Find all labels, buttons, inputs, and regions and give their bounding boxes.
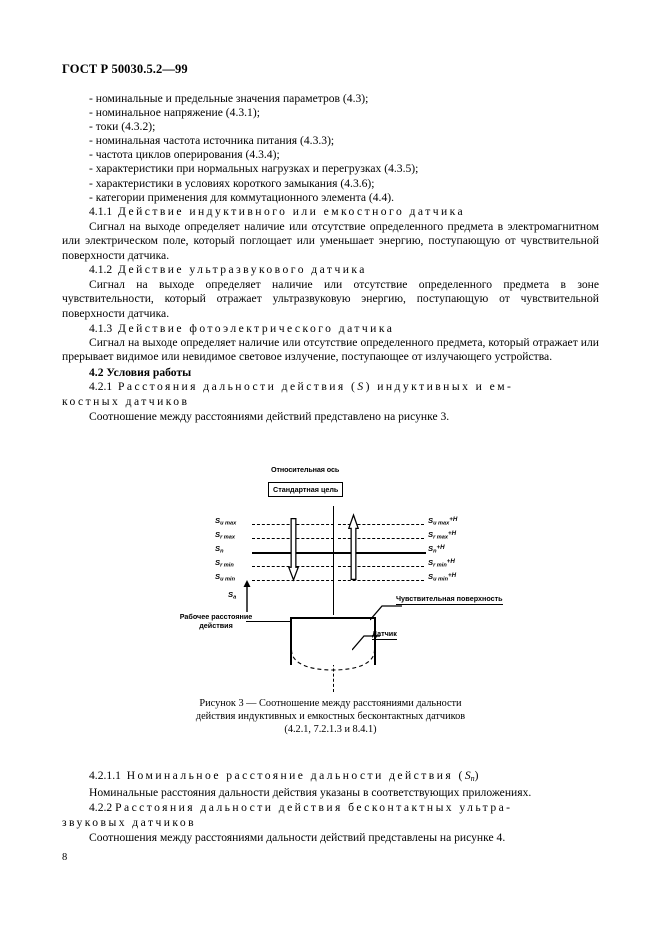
clause-title: Номинальное расстояние дальности действи… — [126, 768, 465, 782]
level-line-left-5 — [252, 580, 334, 581]
list-item: - частота циклов оперирования (4.3.4); — [89, 148, 280, 162]
list-item: - токи (4.3.2); — [89, 120, 156, 134]
level-label-left-3: Sn — [215, 544, 224, 555]
level-label-right-2: Sr max+H — [428, 530, 457, 541]
standard-number-header: ГОСТ Р 50030.5.2—99 — [62, 62, 188, 76]
list-item: - характеристики в условиях короткого за… — [89, 176, 375, 190]
sensitive-surface-label: Чувствительная поверхность — [396, 594, 503, 605]
level-label-right-3: Sn+H — [428, 544, 445, 555]
level-label-left-2: Sr max — [215, 530, 236, 541]
clause-title: Действие индуктивного или емкостного дат… — [117, 205, 466, 219]
level-line-right-1 — [338, 524, 424, 525]
clause-body-4-2-1-1: Номинальные расстояния дальности действи… — [89, 786, 532, 800]
clause-title-close: ) — [474, 768, 479, 782]
clause-title-part2: ) индуктивных и ем- — [365, 380, 514, 394]
level-label-right-4: Sr min+H — [428, 558, 455, 569]
main-text-column: - номинальные и предельные значения пара… — [62, 92, 599, 424]
clause-heading-4-2-2: 4.2.2 Расстояния дальности действия беск… — [62, 801, 599, 816]
clause-number: 4.1.1 — [89, 205, 113, 219]
clause-title: Действие ультразвукового датчика — [117, 263, 367, 277]
clause-title-symbol: S — [464, 768, 471, 782]
arrow-up-icon — [348, 513, 359, 581]
relative-axis-label: Относительная ось — [271, 465, 340, 474]
clause-title-symbol: S — [357, 380, 366, 394]
clause-number: 4.2.1 — [89, 380, 113, 394]
list-item: - номинальные и предельные значения пара… — [89, 92, 369, 105]
clause-body-4-2-2: Соотношения между расстояниями дальности… — [89, 830, 506, 844]
level-label-right-5: Su min+H — [428, 572, 457, 583]
list-item: - категории применения для коммутационно… — [89, 190, 395, 204]
level-line-right-2 — [338, 538, 424, 539]
clause-title: Действие фотоэлектрического датчика — [117, 321, 395, 335]
clause-heading-4-2-1-1: 4.2.1.1 Номинальное расстояние дальности… — [62, 769, 599, 787]
section-heading-4-2: 4.2 Условия работы — [89, 365, 192, 379]
level-line-right-3 — [334, 552, 426, 554]
figure-caption-line-1: Рисунок 3 — Соотношение между расстояния… — [199, 698, 462, 709]
level-label-left-5: Su min — [215, 572, 235, 583]
level-line-right-5 — [338, 580, 424, 581]
list-item: - номинальное напряжение (4.3.1); — [89, 106, 260, 120]
level-label-right-1: Su max+H — [428, 516, 458, 527]
clause-heading-4-1-3: 4.1.3 Действие фотоэлектрического датчик… — [62, 322, 599, 337]
clause-heading-4-1-1: 4.1.1 Действие индуктивного или емкостно… — [62, 205, 599, 220]
clause-body-4-1-1: Сигнал на выходе определяет наличие или … — [62, 219, 599, 262]
clause-title-part1: Расстояния дальности действия ( — [117, 380, 358, 394]
level-label-left-1: Su max — [215, 516, 237, 527]
leader-line-sensor — [352, 635, 380, 651]
clause-title-symbol-sub: n — [470, 773, 475, 783]
clause-number: 4.2.2 — [89, 800, 113, 814]
leader-line-sensitive-surface — [370, 605, 402, 621]
level-label-left-4: Sr min — [215, 558, 234, 569]
sensor-bottom-curve — [290, 650, 376, 671]
clause-heading-4-2-1: 4.2.1 Расстояния дальности действия (S) … — [62, 380, 599, 395]
dimension-label-sa: Sa — [228, 590, 237, 601]
main-text-column-bottom: 4.2.1.1 Номинальное расстояние дальности… — [62, 768, 599, 845]
clause-heading-4-1-2: 4.1.2 Действие ультразвукового датчика — [62, 263, 599, 278]
clause-number: 4.1.2 — [89, 263, 113, 277]
page-number: 8 — [62, 852, 68, 863]
working-distance-tie-line — [246, 620, 292, 622]
figure-3-caption: Рисунок 3 — Соотношение между расстояния… — [0, 697, 661, 737]
list-item: - номинальная частота источника питания … — [89, 134, 335, 148]
clause-body-4-1-3: Сигнал на выходе определяет наличие или … — [62, 336, 599, 364]
working-distance-label: Рабочее расстояние действия — [166, 612, 266, 630]
clause-heading-4-2-1-cont: костных датчиков — [62, 395, 599, 410]
sensor-body — [290, 617, 376, 665]
center-axis-line — [333, 506, 335, 612]
list-item: - характеристики при нормальных нагрузка… — [89, 162, 419, 176]
figure-caption-line-3: (4.2.1, 7.2.1.3 и 8.4.1) — [284, 724, 377, 736]
clause-number: 4.2.1.1 — [89, 768, 121, 782]
clause-title-line2: костных датчиков — [62, 395, 190, 409]
clause-body-4-2-1: Соотношение между расстояниями действий … — [89, 409, 450, 423]
standard-target-box: Стандартная цель — [268, 482, 344, 497]
figure-3-diagram: Относительная ось Стандартная цель S — [0, 462, 661, 692]
clause-title-line2: звуковых датчиков — [62, 816, 197, 830]
clause-title-line1: Расстояния дальности действия бесконтакт… — [115, 800, 513, 814]
figure-caption-line-2: действия индуктивных и емкостных бесконт… — [195, 711, 466, 723]
level-line-right-4 — [338, 566, 424, 567]
clause-body-4-1-2: Сигнал на выходе определяет наличие или … — [62, 277, 599, 320]
arrow-down-icon — [288, 517, 299, 582]
clause-heading-4-2-2-cont: звуковых датчиков — [62, 816, 599, 831]
clause-number: 4.1.3 — [89, 321, 113, 335]
sensor-label: Датчик — [372, 629, 397, 640]
